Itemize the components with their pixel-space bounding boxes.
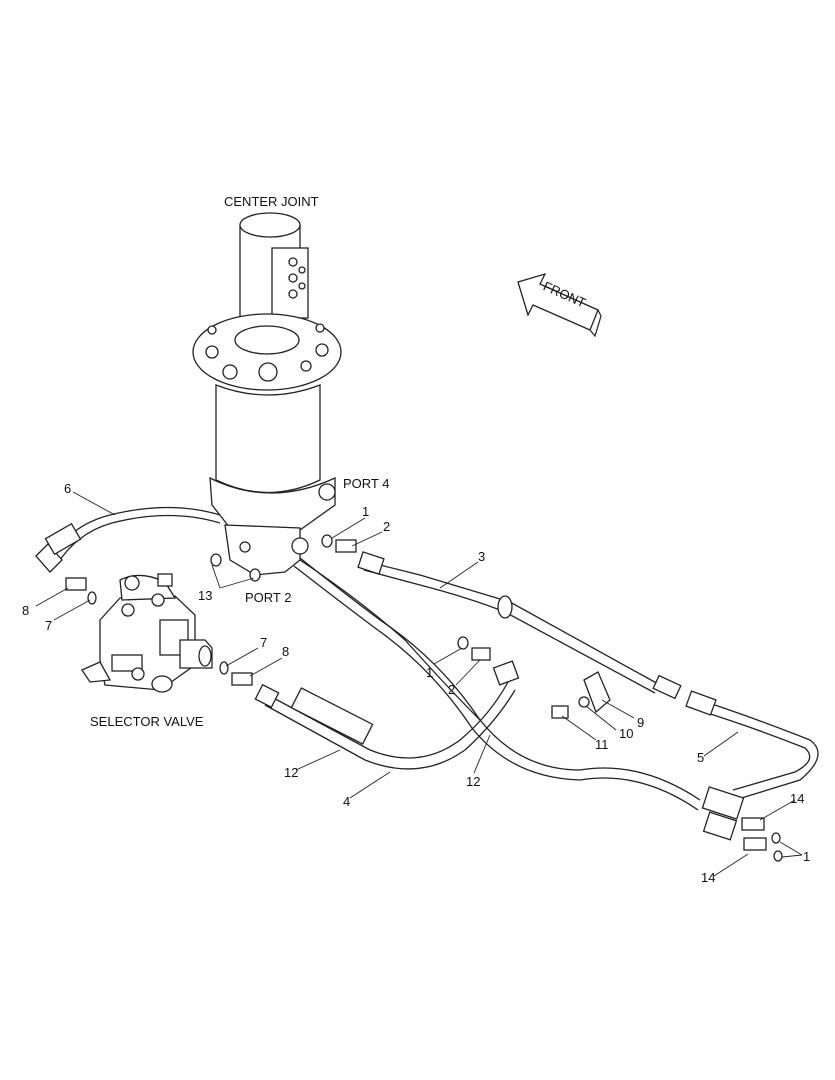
callout-1-port4: 1 xyxy=(362,504,369,519)
callout-7-left: 7 xyxy=(45,618,52,633)
callout-13: 13 xyxy=(198,588,212,603)
callout-4: 4 xyxy=(343,794,350,809)
callout-2-mid: 2 xyxy=(448,682,455,697)
callout-8-left: 8 xyxy=(22,603,29,618)
leader-lines xyxy=(35,491,803,877)
hoses xyxy=(35,506,819,841)
port2-label: PORT 2 xyxy=(245,590,291,605)
callout-1-mid: 1 xyxy=(426,665,433,680)
selector-valve-label: SELECTOR VALVE xyxy=(90,714,204,729)
callout-3: 3 xyxy=(478,549,485,564)
callout-14-bottom: 14 xyxy=(701,870,715,885)
center-joint-cap-top xyxy=(239,212,301,238)
selector-valve-assembly xyxy=(81,573,213,693)
center-joint-label: CENTER JOINT xyxy=(224,194,319,209)
callout-14-top: 14 xyxy=(790,791,804,806)
callout-12-right: 12 xyxy=(466,774,480,789)
callout-11: 11 xyxy=(595,737,609,752)
callout-10: 10 xyxy=(619,726,633,741)
port4-label: PORT 4 xyxy=(343,476,389,491)
callout-8-right: 8 xyxy=(282,644,289,659)
front-arrow xyxy=(517,272,602,338)
center-joint-body xyxy=(215,384,321,494)
callout-12-left: 12 xyxy=(284,765,298,780)
center-joint-lower-block xyxy=(209,476,336,531)
center-joint-assembly xyxy=(192,212,342,576)
callout-2-port4: 2 xyxy=(383,519,390,534)
callout-1-right: 1 xyxy=(803,849,810,864)
callout-5: 5 xyxy=(697,750,704,765)
callout-7-right: 7 xyxy=(260,635,267,650)
callout-6: 6 xyxy=(64,481,71,496)
fittings xyxy=(65,534,783,862)
callout-9: 9 xyxy=(637,715,644,730)
